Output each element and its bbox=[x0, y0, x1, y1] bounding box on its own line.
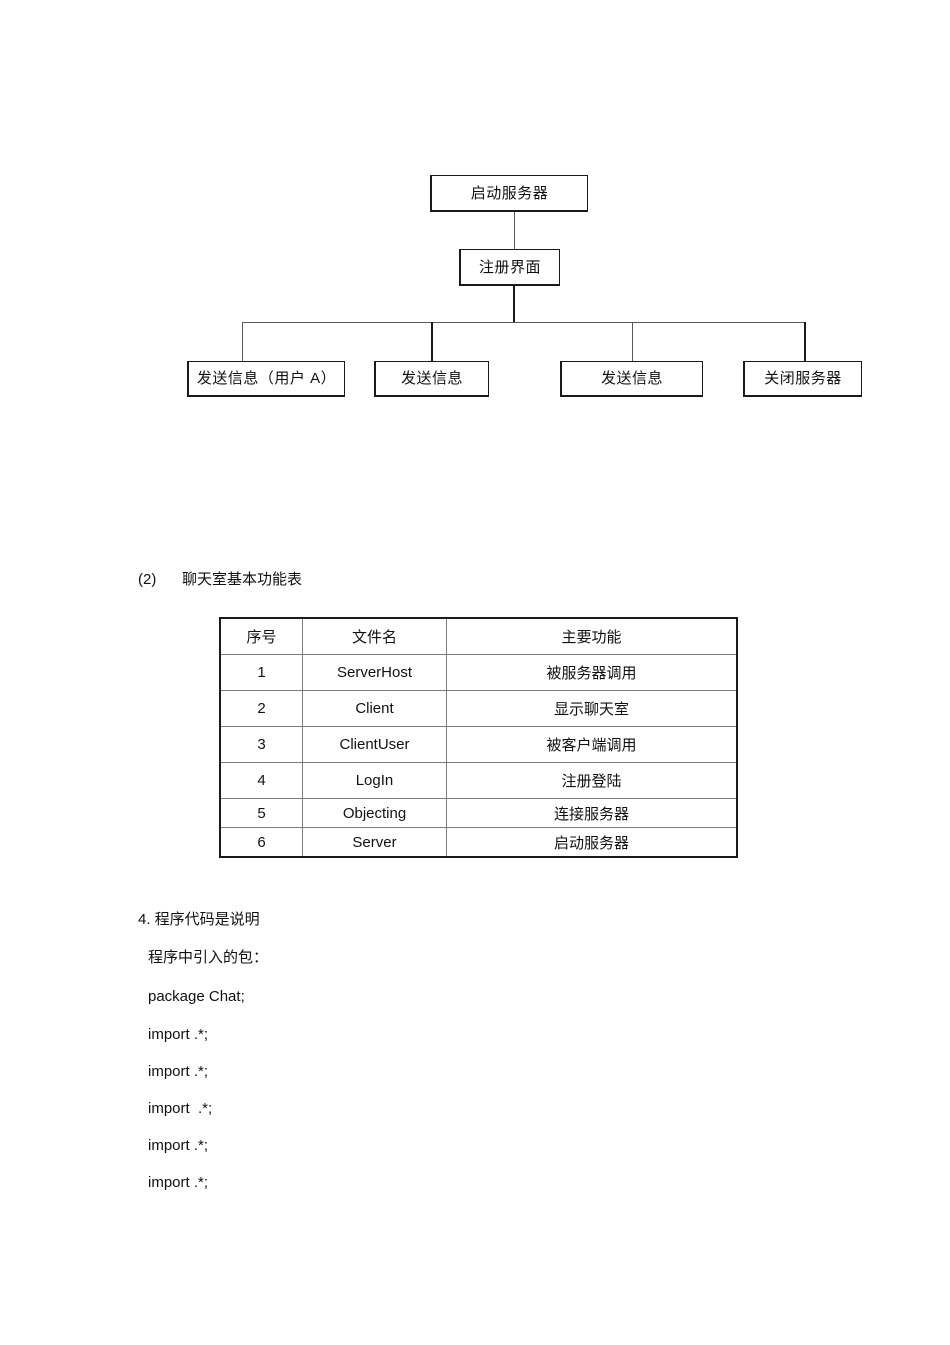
diagram-node-send-info-user-a: 发送信息（用户 A） bbox=[187, 361, 345, 397]
section-caption-number: (2) bbox=[138, 571, 157, 588]
table-cell-index: 3 bbox=[219, 726, 303, 763]
branch-bus-line bbox=[242, 322, 806, 323]
table-cell-function: 显示聊天室 bbox=[446, 690, 738, 727]
body-subheading: 程序中引入的包： bbox=[148, 949, 269, 966]
flow-diagram: 启动服务器 注册界面 发送信息（用户 A） 发送信息 发送信息 关闭服务器 bbox=[0, 0, 950, 430]
table-cell-function: 注册登陆 bbox=[446, 762, 738, 799]
table-cell-filename: LogIn bbox=[302, 762, 447, 799]
table-cell-index: 6 bbox=[219, 827, 303, 858]
code-line-import-1: import .*; bbox=[148, 1026, 209, 1043]
table-row: 3 ClientUser 被客户端调用 bbox=[219, 726, 738, 763]
table-header-function: 主要功能 bbox=[446, 617, 738, 655]
table-row: 2 Client 显示聊天室 bbox=[219, 690, 738, 727]
table-cell-filename: ServerHost bbox=[302, 654, 447, 691]
diagram-node-send-info-2: 发送信息 bbox=[374, 361, 489, 397]
function-table: 序号 文件名 主要功能 1 ServerHost 被服务器调用 2 Client… bbox=[219, 617, 738, 858]
drop-line-1 bbox=[242, 322, 243, 361]
table-row: 4 LogIn 注册登陆 bbox=[219, 762, 738, 799]
table-cell-filename: Client bbox=[302, 690, 447, 727]
table-header-row: 序号 文件名 主要功能 bbox=[219, 617, 738, 655]
table-row: 1 ServerHost 被服务器调用 bbox=[219, 654, 738, 691]
code-line-import-3: import .*; bbox=[148, 1100, 213, 1117]
code-line-package: package Chat; bbox=[148, 988, 245, 1005]
table-row: 5 Objecting 连接服务器 bbox=[219, 798, 738, 828]
table-cell-filename: Server bbox=[302, 827, 447, 858]
connector-register-to-bus bbox=[513, 286, 515, 323]
table-cell-function: 连接服务器 bbox=[446, 798, 738, 828]
table-cell-index: 1 bbox=[219, 654, 303, 691]
code-line-import-2: import .*; bbox=[148, 1063, 209, 1080]
diagram-node-close-server: 关闭服务器 bbox=[743, 361, 862, 397]
table-cell-filename: Objecting bbox=[302, 798, 447, 828]
section-caption-text: 聊天室基本功能表 bbox=[182, 571, 303, 588]
connector-start-to-register bbox=[514, 212, 515, 249]
table-cell-filename: ClientUser bbox=[302, 726, 447, 763]
diagram-node-register-ui: 注册界面 bbox=[459, 249, 560, 286]
table-cell-index: 4 bbox=[219, 762, 303, 799]
table-cell-function: 被客户端调用 bbox=[446, 726, 738, 763]
table-cell-index: 2 bbox=[219, 690, 303, 727]
table-cell-function: 被服务器调用 bbox=[446, 654, 738, 691]
body-heading: 4. 程序代码是说明 bbox=[138, 911, 260, 928]
drop-line-2 bbox=[431, 322, 433, 361]
diagram-node-start-server: 启动服务器 bbox=[430, 175, 588, 212]
table-header-index: 序号 bbox=[219, 617, 303, 655]
diagram-node-send-info-3: 发送信息 bbox=[560, 361, 703, 397]
drop-line-3 bbox=[632, 322, 633, 361]
table-cell-function: 启动服务器 bbox=[446, 827, 738, 858]
table-cell-index: 5 bbox=[219, 798, 303, 828]
table-row: 6 Server 启动服务器 bbox=[219, 827, 738, 858]
code-line-import-4: import .*; bbox=[148, 1137, 209, 1154]
section-caption: (2) 聊天室基本功能表 bbox=[138, 571, 302, 589]
drop-line-4 bbox=[804, 322, 806, 361]
table-header-filename: 文件名 bbox=[302, 617, 447, 655]
code-line-import-5: import .*; bbox=[148, 1174, 209, 1191]
